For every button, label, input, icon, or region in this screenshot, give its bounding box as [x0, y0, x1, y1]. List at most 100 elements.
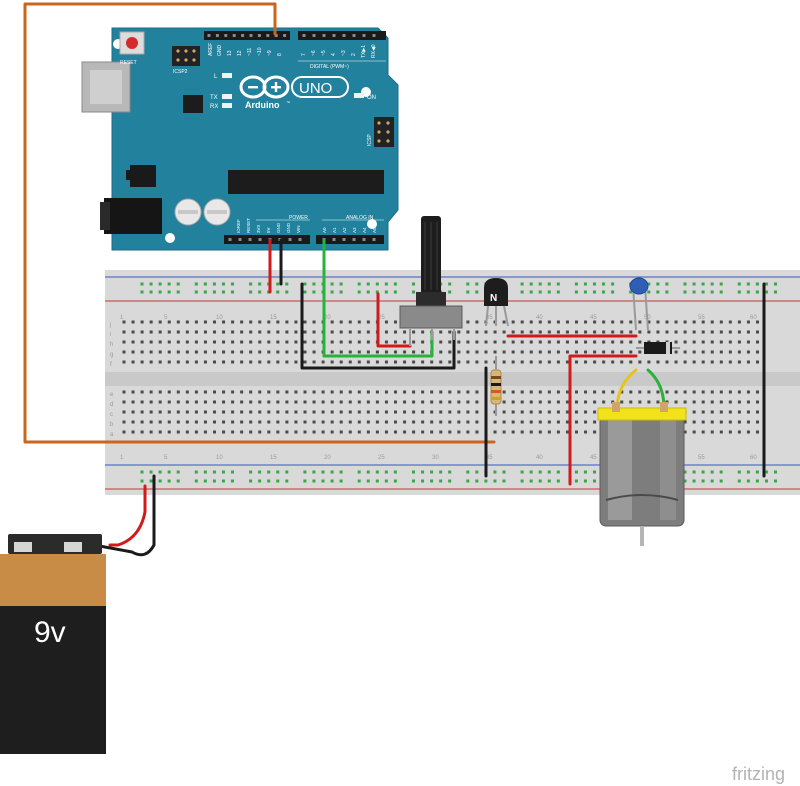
breadboard-hole	[249, 400, 253, 404]
rail-hole	[774, 470, 777, 474]
potentiometer[interactable]	[399, 216, 463, 346]
rail-hole	[258, 282, 262, 286]
breadboard-hole	[728, 420, 732, 424]
breadboard-hole	[403, 420, 407, 424]
diode-body[interactable]	[644, 342, 672, 354]
pin-label-tx1: TX▶1	[361, 45, 367, 58]
breadboard-hole	[538, 420, 542, 424]
wire-orange-pin9[interactable]	[23, 2, 496, 444]
rail-hole	[203, 479, 207, 483]
breadboard-hole	[502, 420, 506, 424]
resistor[interactable]	[490, 356, 502, 416]
wire-battery-black[interactable]	[92, 474, 156, 557]
rail-hole	[167, 290, 171, 294]
breadboard-hole	[674, 390, 678, 394]
breadboard-hole	[475, 400, 479, 404]
wire-red-diode[interactable]	[568, 354, 638, 486]
breadboard-hole	[457, 340, 461, 344]
breadboard-hole	[276, 320, 280, 324]
breadboard-hole	[520, 390, 524, 394]
wire-red-pot[interactable]	[376, 292, 412, 348]
row-letter-g: g	[110, 352, 113, 358]
breadboard-hole	[384, 320, 388, 324]
rail-hole	[656, 282, 660, 286]
breadboard-hole	[339, 360, 343, 364]
breadboard-hole	[538, 320, 542, 324]
transistor-body[interactable]	[484, 278, 508, 306]
breadboard-hole	[756, 360, 759, 364]
breadboard-hole	[629, 340, 633, 344]
rail-hole	[692, 290, 696, 294]
header-pin	[342, 238, 346, 241]
breadboard-hole	[149, 340, 153, 344]
breadboard-hole	[529, 410, 533, 414]
motor-highlight	[608, 420, 632, 520]
breadboard-hole	[475, 360, 479, 364]
breadboard-hole	[448, 330, 452, 334]
breadboard-hole	[185, 360, 189, 364]
breadboard-hole	[538, 430, 542, 434]
wire-battery-red[interactable]	[108, 484, 147, 547]
rail-hole	[448, 290, 452, 294]
rail-hole	[737, 479, 741, 483]
rail-hole	[303, 479, 307, 483]
rail-hole	[593, 479, 596, 483]
wire-black-pot[interactable]	[300, 282, 456, 370]
header-pin	[302, 34, 306, 37]
breadboard-hole	[403, 390, 407, 394]
breadboard-hole	[457, 420, 461, 424]
breadboard-hole	[394, 410, 397, 414]
status-leds: L TX RX ON	[210, 73, 376, 110]
col-num-40: 40	[536, 315, 543, 321]
breadboard-hole	[584, 420, 588, 424]
breadboard-hole	[683, 430, 687, 434]
breadboard-hole	[502, 430, 506, 434]
wire-green-a0[interactable]	[322, 238, 434, 358]
breadboard-hole	[303, 350, 307, 354]
rail-hole	[339, 470, 343, 474]
ceramic-capacitor[interactable]	[629, 277, 649, 331]
breadboard-hole	[430, 410, 434, 414]
rail-hole	[547, 282, 551, 286]
breadboard-hole	[746, 330, 750, 334]
breadboard-hole	[511, 410, 515, 414]
col-num-35: 35	[486, 315, 493, 321]
breadboard-hole	[493, 330, 497, 334]
breadboard-hole	[176, 390, 180, 394]
breadboard-hole	[276, 400, 280, 404]
reset-button-cap[interactable]	[126, 37, 138, 49]
rail-hole	[221, 470, 225, 474]
header-pin	[232, 34, 236, 37]
breadboard-hole	[511, 340, 515, 344]
breadboard-hole	[330, 360, 334, 364]
breadboard-hole	[466, 430, 470, 434]
rail-hole	[493, 479, 497, 483]
pin-label-gnd-2: GND	[286, 222, 291, 233]
breadboard-hole	[430, 430, 434, 434]
capacitor-disc[interactable]	[629, 277, 649, 295]
breadboard-hole	[701, 420, 705, 424]
rail-hole	[285, 282, 289, 286]
breadboard-hole	[602, 360, 606, 364]
breadboard-hole	[475, 410, 479, 414]
npn-transistor[interactable]: N	[484, 278, 509, 327]
breadboard-hole	[267, 390, 271, 394]
breadboard-hole	[746, 340, 750, 344]
breadboard-hole	[647, 400, 651, 404]
breadboard-hole	[448, 420, 452, 424]
dc-motor[interactable]	[597, 402, 687, 546]
breadboard-hole	[167, 430, 171, 434]
breadboard-hole	[692, 430, 696, 434]
breadboard-hole	[348, 420, 352, 424]
breadboard-hole	[719, 340, 723, 344]
breadboard-hole	[140, 400, 144, 404]
diode[interactable]	[636, 342, 680, 354]
breadboard: 1 5 10 15 20 25 30 35 40 45 50 55 60 1 5…	[105, 270, 800, 495]
breadboard-hole	[638, 320, 642, 324]
breadboard-hole	[421, 330, 425, 334]
rail-hole	[258, 290, 262, 294]
rail-hole	[249, 479, 253, 483]
breadboard-hole	[701, 400, 705, 404]
breadboard-hole	[466, 390, 470, 394]
breadboard-hole	[258, 390, 262, 394]
